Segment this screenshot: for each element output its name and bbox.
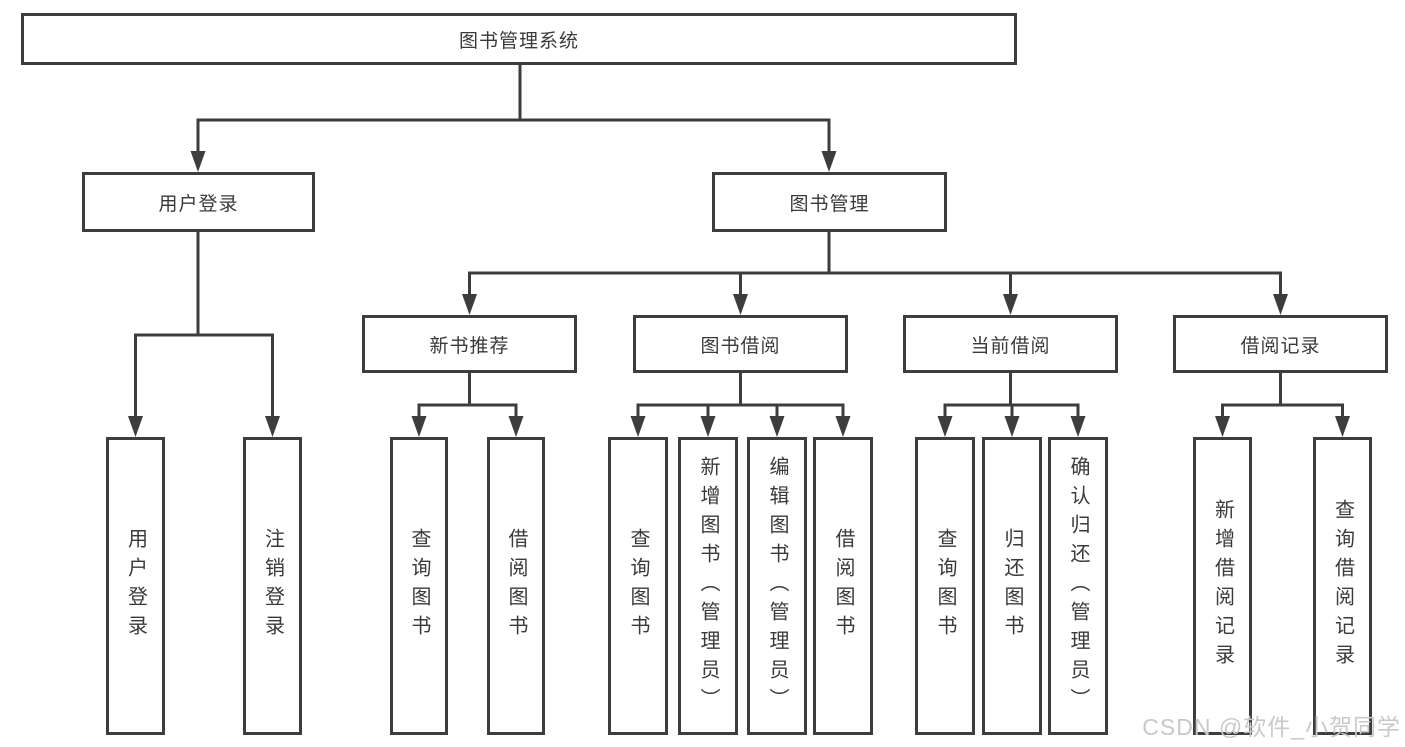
node-root-label: 图书管理系统	[458, 30, 579, 52]
leaf-record-add-label: 新增借阅记录	[1211, 499, 1234, 673]
node-borrow-records-label: 借阅记录	[1240, 335, 1321, 357]
node-book-borrow-label: 图书借阅	[700, 335, 781, 357]
node-new-book-recommend-label: 新书推荐	[429, 335, 510, 357]
leaf-borrow-query-books-label: 查询图书	[627, 528, 649, 644]
leaf-borrow-edit-books-admin: 编辑图书（管理员）	[747, 437, 807, 735]
leaf-current-return-books-label: 归还图书	[1001, 528, 1023, 644]
node-current-borrow: 当前借阅	[903, 315, 1118, 373]
leaf-borrow-borrow-books: 借阅图书	[813, 437, 873, 735]
node-root: 图书管理系统	[21, 13, 1017, 65]
node-new-book-recommend: 新书推荐	[362, 315, 577, 373]
node-borrow-records: 借阅记录	[1173, 315, 1388, 373]
leaf-user-login-label: 用户登录	[124, 528, 147, 644]
leaf-current-confirm-return-admin-label: 确认归还（管理员）	[1067, 455, 1089, 717]
leaf-current-query-books-label: 查询图书	[934, 528, 956, 644]
leaf-record-query-label: 查询借阅记录	[1331, 499, 1354, 673]
leaf-newrec-query-books: 查询图书	[390, 437, 448, 735]
leaf-newrec-borrow-books: 借阅图书	[487, 437, 545, 735]
leaf-record-add: 新增借阅记录	[1193, 437, 1252, 735]
watermark: CSDN @软件_小贺同学	[1142, 714, 1401, 740]
leaf-logout: 注销登录	[243, 437, 302, 735]
leaf-current-confirm-return-admin: 确认归还（管理员）	[1048, 437, 1108, 735]
leaf-logout-label: 注销登录	[261, 528, 284, 644]
node-book-management: 图书管理	[712, 172, 947, 232]
node-current-borrow-label: 当前借阅	[970, 335, 1051, 357]
leaf-newrec-borrow-books-label: 借阅图书	[505, 528, 527, 644]
leaf-user-login: 用户登录	[106, 437, 165, 735]
node-user-login-label: 用户登录	[158, 193, 239, 215]
leaf-borrow-borrow-books-label: 借阅图书	[832, 528, 854, 644]
node-book-management-label: 图书管理	[789, 193, 870, 215]
leaf-borrow-add-books-admin-label: 新增图书（管理员）	[697, 455, 719, 717]
node-book-borrow: 图书借阅	[633, 315, 848, 373]
leaf-record-query: 查询借阅记录	[1313, 437, 1372, 735]
leaf-borrow-edit-books-admin-label: 编辑图书（管理员）	[766, 455, 788, 717]
leaf-current-return-books: 归还图书	[982, 437, 1042, 735]
node-user-login: 用户登录	[82, 172, 315, 232]
leaf-current-query-books: 查询图书	[915, 437, 975, 735]
leaf-newrec-query-books-label: 查询图书	[408, 528, 430, 644]
leaf-borrow-query-books: 查询图书	[608, 437, 668, 735]
leaf-borrow-add-books-admin: 新增图书（管理员）	[678, 437, 738, 735]
